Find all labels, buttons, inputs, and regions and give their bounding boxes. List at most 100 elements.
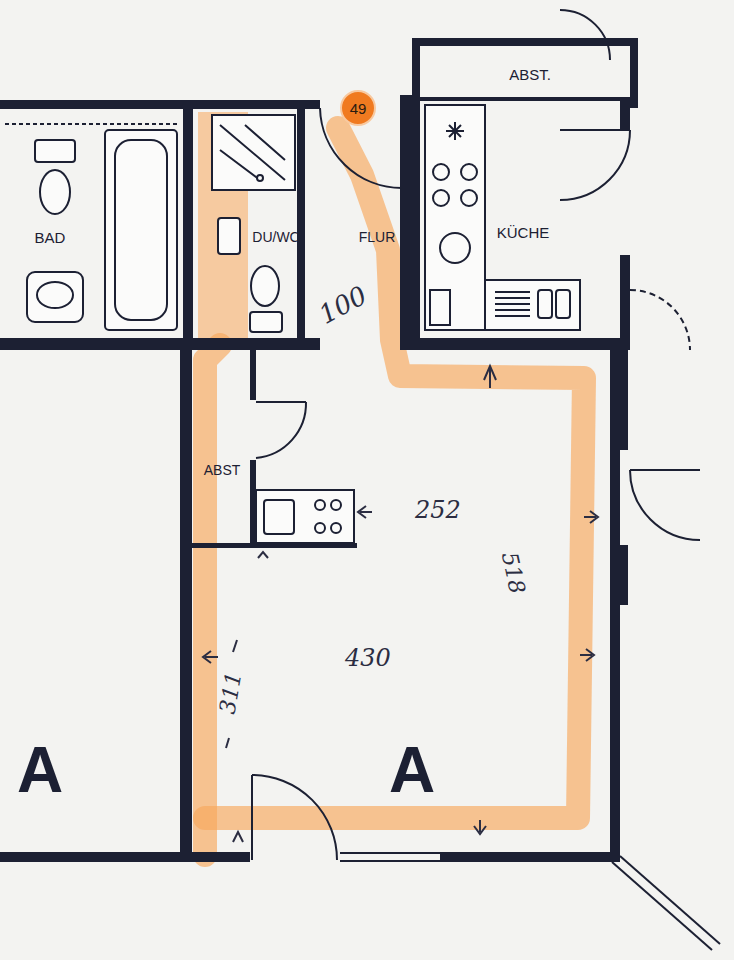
wall xyxy=(400,95,412,348)
kitchen-fixture xyxy=(556,290,570,318)
route-highlight xyxy=(205,345,220,855)
wall xyxy=(183,100,193,350)
kitchen-fixture xyxy=(485,280,580,330)
dimension-label: 518 xyxy=(498,550,528,596)
door xyxy=(252,775,337,860)
door xyxy=(252,10,700,860)
kitchen-fixture xyxy=(461,164,477,180)
window xyxy=(340,852,440,854)
bathroom-fixture xyxy=(220,125,285,180)
room: A xyxy=(192,350,610,852)
room-label: FLUR xyxy=(359,230,396,244)
room-label: ABST. xyxy=(509,67,551,82)
wall xyxy=(420,97,632,101)
door xyxy=(404,108,406,185)
door xyxy=(560,10,610,60)
room-letter: A xyxy=(389,738,435,802)
dimension-arrow xyxy=(203,651,218,663)
bathroom-fixture xyxy=(257,175,263,181)
wall xyxy=(180,340,192,862)
wall xyxy=(0,338,320,350)
room-label: ABST xyxy=(204,463,241,477)
door xyxy=(560,130,630,200)
room-label: DU/WC xyxy=(252,230,299,244)
wall xyxy=(297,108,305,340)
room-letter: A xyxy=(17,738,63,802)
wall xyxy=(0,38,638,862)
kitchen-fixture xyxy=(425,105,485,330)
kitchen-fixture xyxy=(538,290,552,318)
kitchen-fixture xyxy=(264,500,294,534)
kitchen-fixture xyxy=(433,164,449,180)
dimension-label: 252 xyxy=(415,498,461,522)
wall xyxy=(620,100,630,130)
kitchen-fixture xyxy=(461,190,477,206)
kitchen-fixture xyxy=(495,292,530,316)
route-highlight xyxy=(198,112,584,855)
callout-circle: 49 xyxy=(340,90,376,126)
bathroom-fixture xyxy=(5,115,295,332)
bathroom-fixture xyxy=(115,140,167,320)
bathroom-fixture xyxy=(35,140,75,162)
door xyxy=(251,775,253,860)
wall xyxy=(250,350,256,400)
route-highlight xyxy=(205,128,584,818)
window xyxy=(612,862,712,950)
kitchen-fixture xyxy=(256,105,580,543)
door xyxy=(256,401,306,403)
window xyxy=(340,853,720,950)
dimension-arrow xyxy=(474,820,486,834)
wall xyxy=(610,340,620,862)
room: A xyxy=(0,350,180,852)
dimension-arrow xyxy=(580,649,594,661)
room: KÜCHE xyxy=(420,101,620,338)
wall xyxy=(620,545,628,605)
kitchen-fixture xyxy=(331,500,341,510)
dimension-arrow xyxy=(203,366,598,842)
callout-number: 49 xyxy=(350,101,367,116)
door xyxy=(256,402,306,458)
bathroom-fixture xyxy=(212,115,295,190)
door xyxy=(560,129,630,131)
room-label: BAD xyxy=(35,230,66,245)
door xyxy=(630,470,700,540)
wall xyxy=(440,852,620,862)
wall xyxy=(0,100,320,109)
wall xyxy=(620,255,630,350)
bathroom-fixture xyxy=(27,272,83,322)
wall xyxy=(620,350,628,450)
dimension-label: 430 xyxy=(345,646,391,670)
dimension-label: 100 xyxy=(315,282,371,328)
room: ABST xyxy=(192,400,250,540)
room-label: KÜCHE xyxy=(497,225,550,240)
room: DU/WC xyxy=(193,109,297,338)
dimension-arrow xyxy=(233,832,243,842)
kitchen-fixture xyxy=(433,190,449,206)
wall xyxy=(400,338,628,350)
door xyxy=(630,290,690,350)
kitchen-fixture xyxy=(446,122,464,140)
wall xyxy=(412,38,420,340)
kitchen-fixture xyxy=(331,523,341,533)
wall xyxy=(0,852,250,862)
dimension-arrow xyxy=(258,552,268,558)
window xyxy=(340,860,440,862)
dimension-arrow xyxy=(358,506,372,518)
dimension-arrow xyxy=(484,366,496,388)
bathroom-fixture xyxy=(105,130,177,330)
bathroom-fixture xyxy=(40,170,70,214)
bathroom-fixture xyxy=(251,266,279,306)
kitchen-fixture xyxy=(315,523,325,533)
kitchen-fixture xyxy=(315,500,325,510)
bathroom-fixture xyxy=(218,218,240,254)
room: ABST. xyxy=(420,46,630,96)
kitchen-fixture xyxy=(256,490,354,543)
wall xyxy=(412,38,638,46)
room: BAD xyxy=(0,109,183,338)
dimension-label: 311 xyxy=(217,670,246,715)
door xyxy=(630,469,700,471)
bathroom-fixture xyxy=(250,312,282,332)
kitchen-fixture xyxy=(430,290,450,325)
